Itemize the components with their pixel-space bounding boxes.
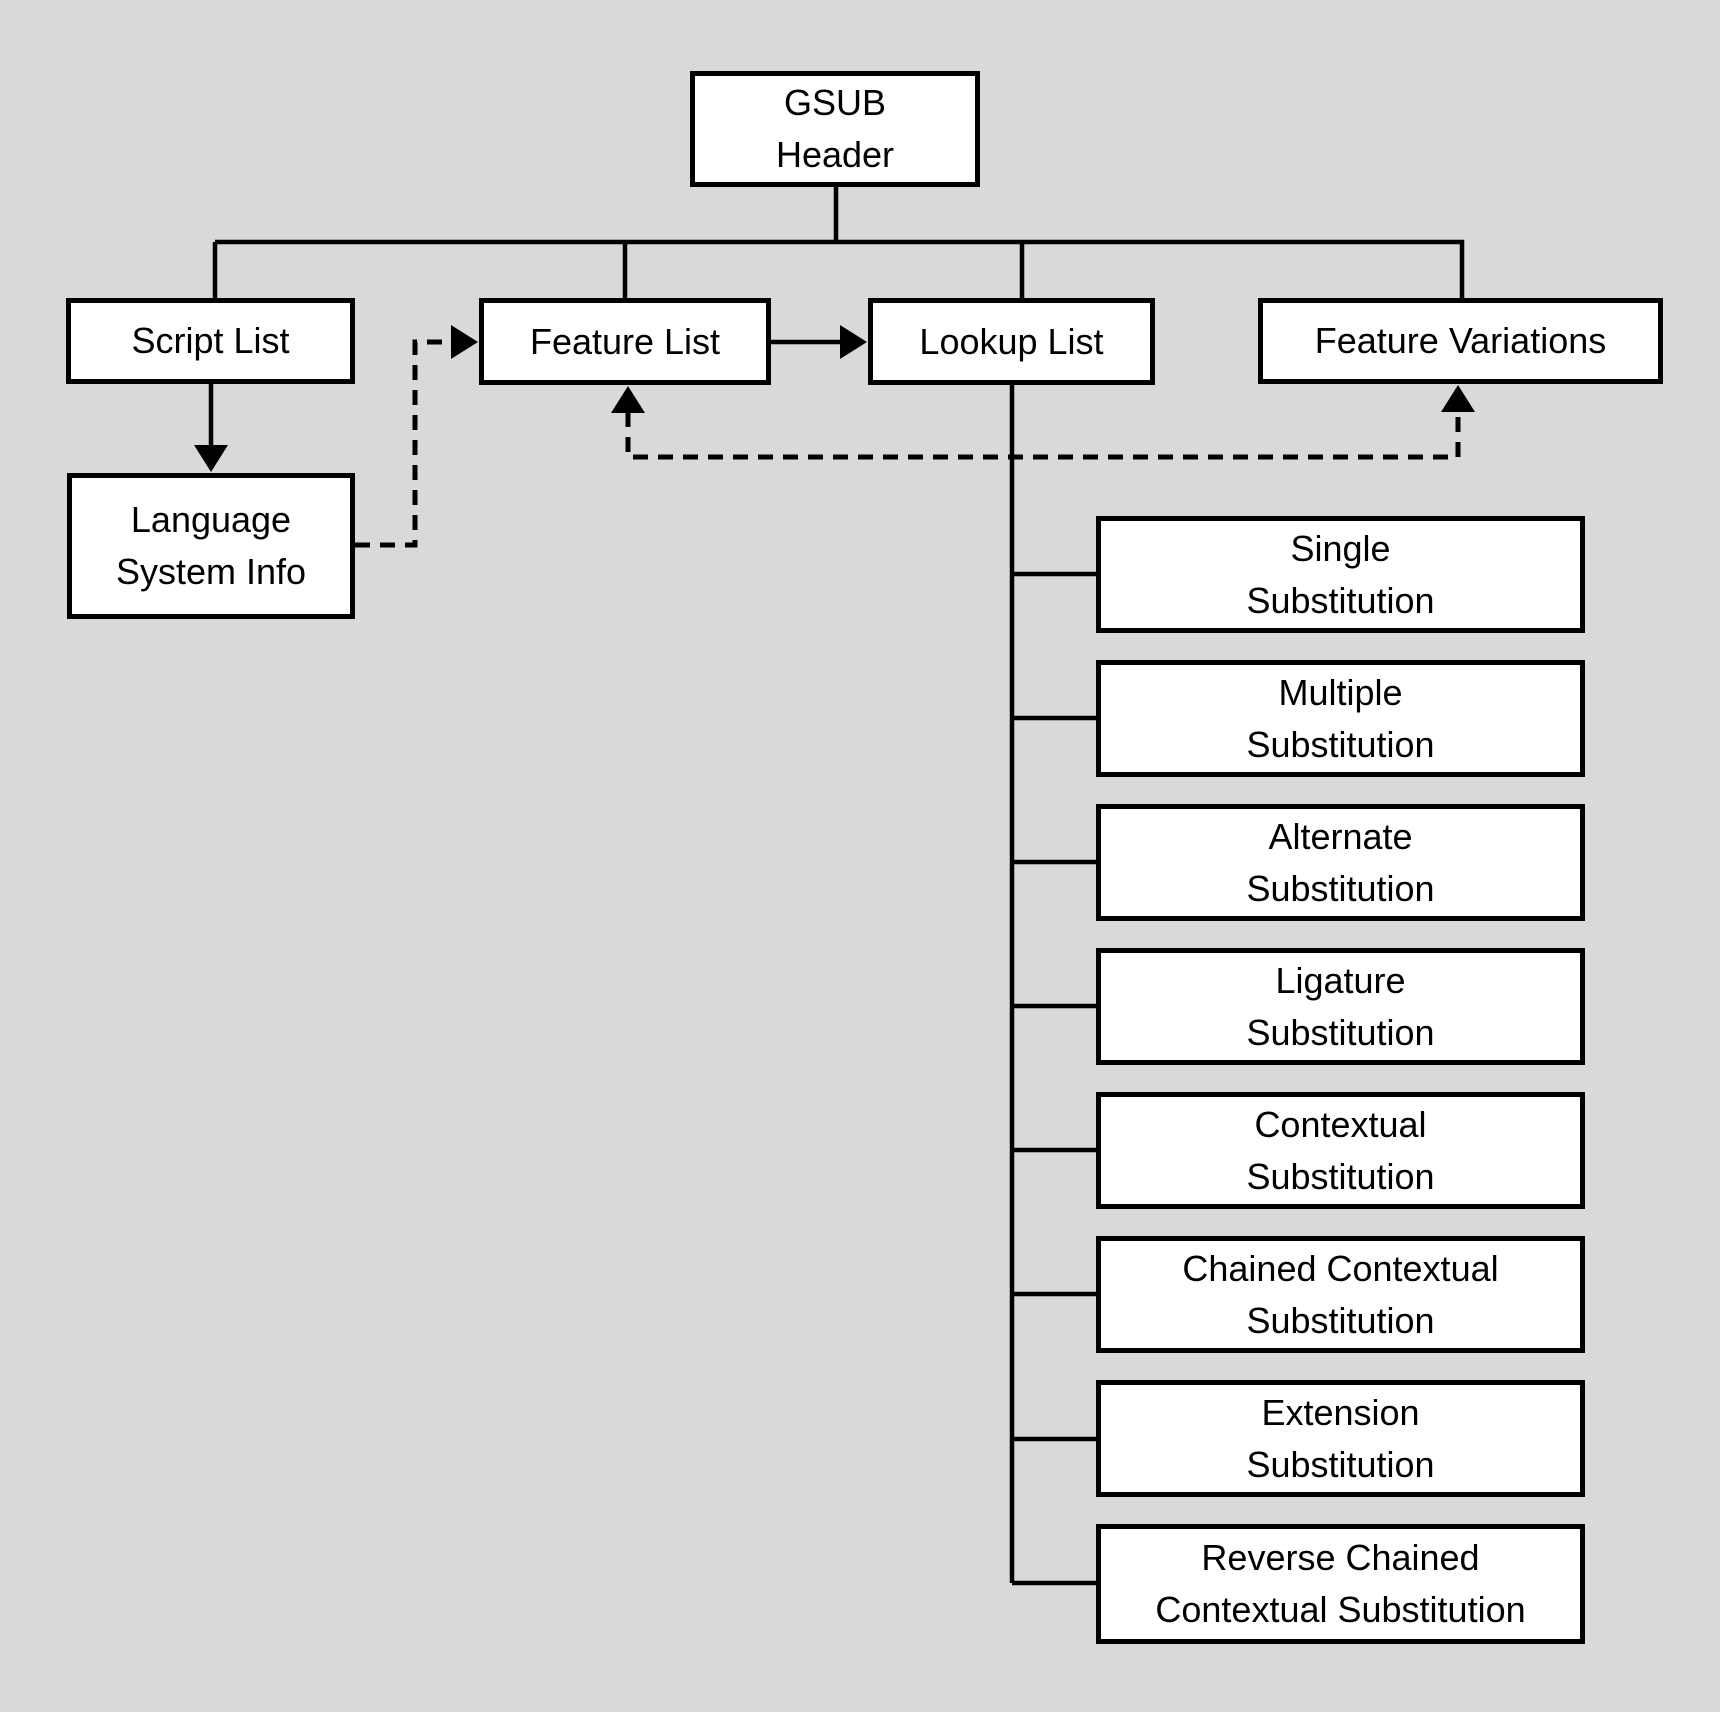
node-label-line: Chained Contextual [1182, 1247, 1499, 1289]
node-contextual-substitution: Contextual Substitution [1096, 1092, 1585, 1209]
node-label-line: Substitution [1246, 867, 1435, 909]
node-reverse-chained-contextual-substitution: Reverse Chained Contextual Substitution [1096, 1524, 1585, 1644]
arrowhead-langsys-to-feature [451, 325, 478, 359]
arrowhead-to-feature-variations [1441, 385, 1475, 412]
node-feature-list: Feature List [479, 298, 771, 385]
connector-distribution-line [215, 239, 1465, 298]
node-language-system-info: Language System Info [67, 473, 355, 619]
node-label-line: Contextual [1254, 1103, 1427, 1145]
node-label-line: Ligature [1275, 959, 1406, 1001]
node-label-line: Feature List [529, 320, 721, 362]
node-multiple-substitution: Multiple Substitution [1096, 660, 1585, 777]
node-ligature-substitution: Ligature Substitution [1096, 948, 1585, 1065]
node-label-line: Substitution [1246, 1011, 1435, 1053]
node-extension-substitution: Extension Substitution [1096, 1380, 1585, 1497]
arrowhead-script-to-langsys [194, 445, 228, 472]
node-label-line: Extension [1261, 1391, 1420, 1433]
node-label-line: Contextual Substitution [1155, 1589, 1526, 1630]
node-label-line: Header [775, 134, 895, 175]
node-label-line: Script List [131, 320, 290, 361]
node-label-line: Multiple [1278, 671, 1403, 713]
node-gsub-header: GSUB Header [690, 71, 980, 187]
node-label-line: Language [130, 499, 292, 540]
node-chained-contextual-substitution: Chained Contextual Substitution [1096, 1236, 1585, 1353]
node-label-line: GSUB [783, 82, 887, 123]
node-label-line: Reverse Chained [1201, 1537, 1480, 1578]
node-label-line: Feature Variations [1314, 320, 1607, 361]
node-label-line: Alternate [1268, 815, 1413, 857]
node-label-line: Lookup List [919, 320, 1104, 362]
node-alternate-substitution: Alternate Substitution [1096, 804, 1585, 921]
node-lookup-list: Lookup List [868, 298, 1155, 385]
arrowhead-feature-to-lookup [840, 325, 867, 359]
node-label-line: System Info [115, 551, 307, 592]
node-feature-variations: Feature Variations [1258, 298, 1663, 384]
connector-lookup-to-feature-variations-dashed [625, 411, 1461, 460]
node-label-line: Substitution [1246, 1443, 1435, 1485]
node-single-substitution: Single Substitution [1096, 516, 1585, 633]
node-label-line: Single [1290, 527, 1391, 569]
node-script-list: Script List [66, 298, 355, 384]
node-label-line: Substitution [1246, 1299, 1435, 1341]
arrowhead-lookup-to-feature [611, 386, 645, 413]
connector-langsys-to-feature-dashed [355, 339, 450, 548]
node-label-line: Substitution [1246, 1155, 1435, 1197]
node-label-line: Substitution [1246, 723, 1435, 765]
node-label-line: Substitution [1246, 579, 1435, 621]
